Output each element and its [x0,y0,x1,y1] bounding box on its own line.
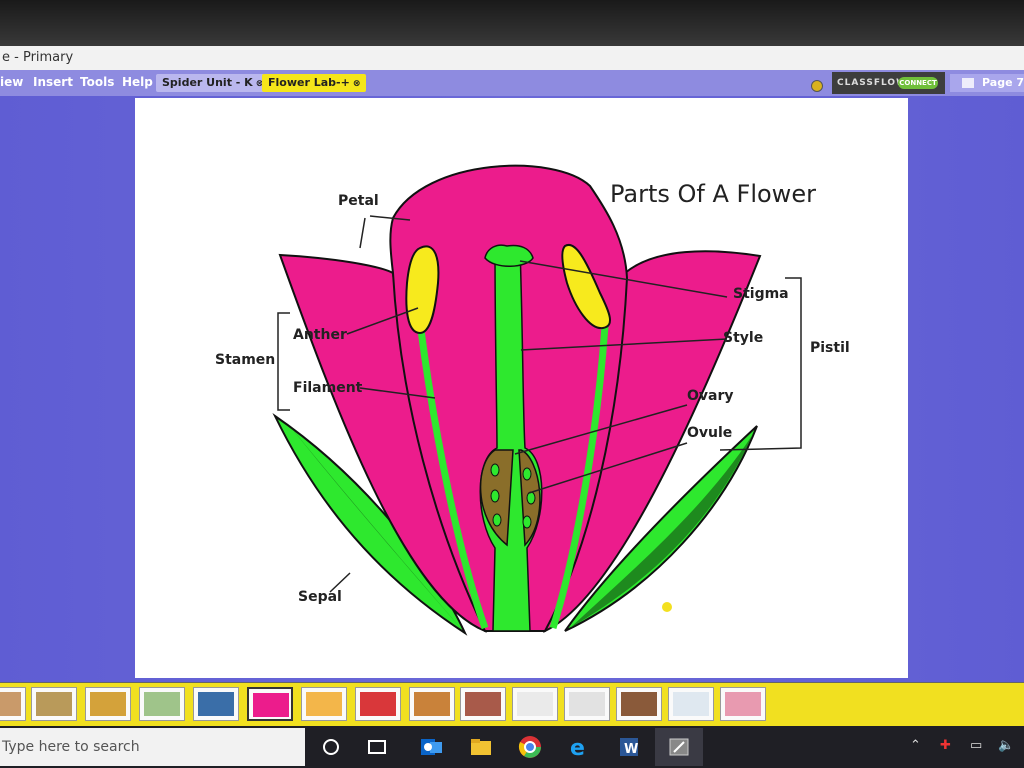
menu-tools[interactable]: Tools [80,75,115,89]
close-icon[interactable]: ⊗ [352,79,361,89]
page-thumbnail[interactable] [409,687,455,721]
window-title: e - Primary [2,50,74,65]
ovule [490,489,500,503]
tab-spider-unit[interactable]: Spider Unit - K⊗ [156,74,270,92]
connect-button[interactable]: CONNECT [898,77,938,89]
diagram-title: Parts Of A Flower [610,180,816,208]
tab-label: Spider Unit - K [162,76,253,89]
label-filament: Filament [293,380,363,396]
page-thumbnail[interactable] [460,687,506,721]
page-sorter-strip [0,682,1024,727]
chrome-icon[interactable] [517,734,543,760]
menu-insert[interactable]: Insert [33,75,73,89]
yellow-dot [662,602,672,612]
volume-icon[interactable]: 🔈 [998,738,1015,753]
flower-diagram [272,164,802,636]
stigma [484,244,534,267]
flipchart-canvas[interactable]: Parts Of A Flower Petal Stigma Style Pis… [135,98,908,678]
file-explorer-icon[interactable] [468,734,494,760]
page-indicator[interactable]: Page 7 [950,74,1024,92]
ovule [526,491,536,505]
label-stamen: Stamen [215,352,276,368]
page-thumbnail[interactable] [564,687,610,721]
pistil-bracket [719,277,802,451]
page-thumbnail[interactable] [31,687,77,721]
page-thumbnail[interactable] [720,687,766,721]
page-thumbnail[interactable] [85,687,131,721]
notification-icon[interactable]: ✚ [940,738,951,753]
left-filament [417,329,489,630]
menu-view[interactable]: iew [0,75,24,89]
network-icon[interactable]: ▭ [970,738,983,753]
svg-text:W: W [624,742,638,757]
classflow-label: CLASSFLOW [837,78,908,88]
tab-flower-lab[interactable]: Flower Lab-+⊗ [262,74,367,92]
cortana-icon[interactable] [318,734,344,760]
taskbar-search-input[interactable]: Type here to search [0,728,305,766]
chevron-up-icon[interactable]: ⌃ [910,738,921,753]
left-anther [405,245,440,335]
classflow-panel: CLASSFLOW CONNECT [832,72,945,94]
internet-explorer-icon[interactable]: e [566,734,592,760]
page-thumbnail[interactable] [512,687,558,721]
label-pistil: Pistil [810,340,850,356]
windows-taskbar: Type here to search e W ⌃ ✚ ▭ 🔈 [0,726,1024,768]
menu-bar: iew Insert Tools Help Spider Unit - K⊗ F… [0,70,1024,96]
activinspire-icon[interactable] [666,734,692,760]
label-anther: Anther [293,327,347,343]
right-filament [549,325,609,630]
sun-icon[interactable] [811,80,823,92]
page-thumbnail[interactable] [301,687,347,721]
page-thumbnail[interactable] [193,687,239,721]
page-thumbnail[interactable] [139,687,185,721]
stamen-bracket [277,312,290,411]
right-anther [561,243,611,330]
page-label: Page 7 [982,76,1024,89]
close-icon[interactable]: ⊗ [255,79,264,89]
svg-text:e: e [570,736,585,760]
ovule [522,515,532,529]
label-style: Style [723,330,764,346]
leader-lines [329,215,728,593]
word-icon[interactable]: W [616,734,642,760]
task-view-icon[interactable] [364,734,390,760]
label-petal: Petal [338,193,379,209]
outlook-icon[interactable] [418,734,444,760]
label-ovule: Ovule [687,425,733,441]
ovule [492,513,502,527]
page-thumbnail[interactable] [616,687,662,721]
page-thumbnail[interactable] [668,687,714,721]
window-titlebar: e - Primary [0,46,1024,70]
menu-help[interactable]: Help [122,75,153,89]
page-thumbnail[interactable] [0,687,26,721]
page-thumbnail-current[interactable] [247,687,293,721]
monitor-bezel [0,0,1024,48]
ovule [490,463,500,477]
page-icon [962,78,974,88]
label-stigma: Stigma [733,286,789,302]
tab-label: Flower Lab-+ [268,76,350,89]
search-placeholder: Type here to search [2,739,140,755]
label-sepal: Sepal [298,589,342,605]
ovule [522,467,532,481]
page-thumbnail[interactable] [355,687,401,721]
right-sepal [564,425,758,632]
label-ovary: Ovary [687,388,734,404]
